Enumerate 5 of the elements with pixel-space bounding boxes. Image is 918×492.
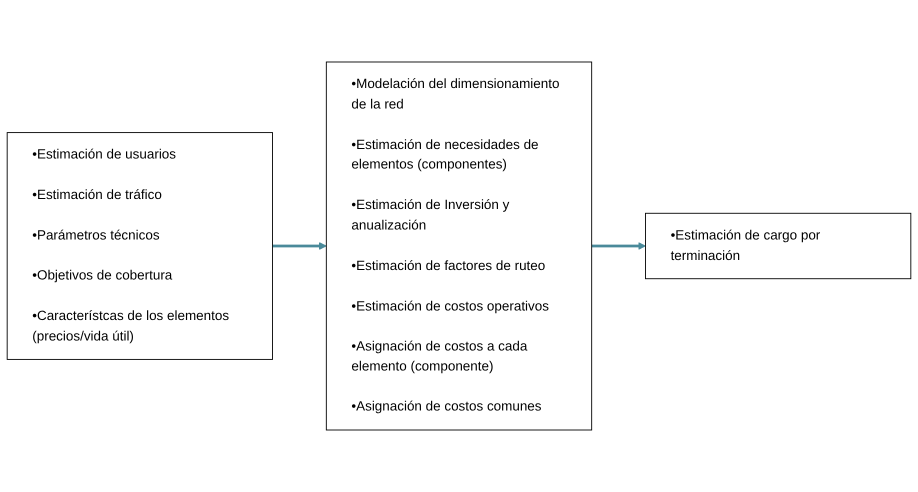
node-box: •Modelación del dimensionamiento de la red •Estimación de necesidades de elementos (componentes) •Estimación de Inversión y anualización •Estimación de factores de ruteo •Estimación de costos operativos •Asignación de costos a cada elemento (componente) •Asignación de costos comunes	[326, 62, 592, 430]
node-box: •Estimación de cargo por terminación	[645, 212, 912, 280]
node-box: •Estimación de usuarios •Estimación de tráfico •Parámetros técnicos •Objetivos de cobertura •Característcas de los elementos (precios/vida útil)	[6, 132, 273, 360]
arrow	[592, 242, 646, 250]
arrow	[272, 242, 327, 250]
